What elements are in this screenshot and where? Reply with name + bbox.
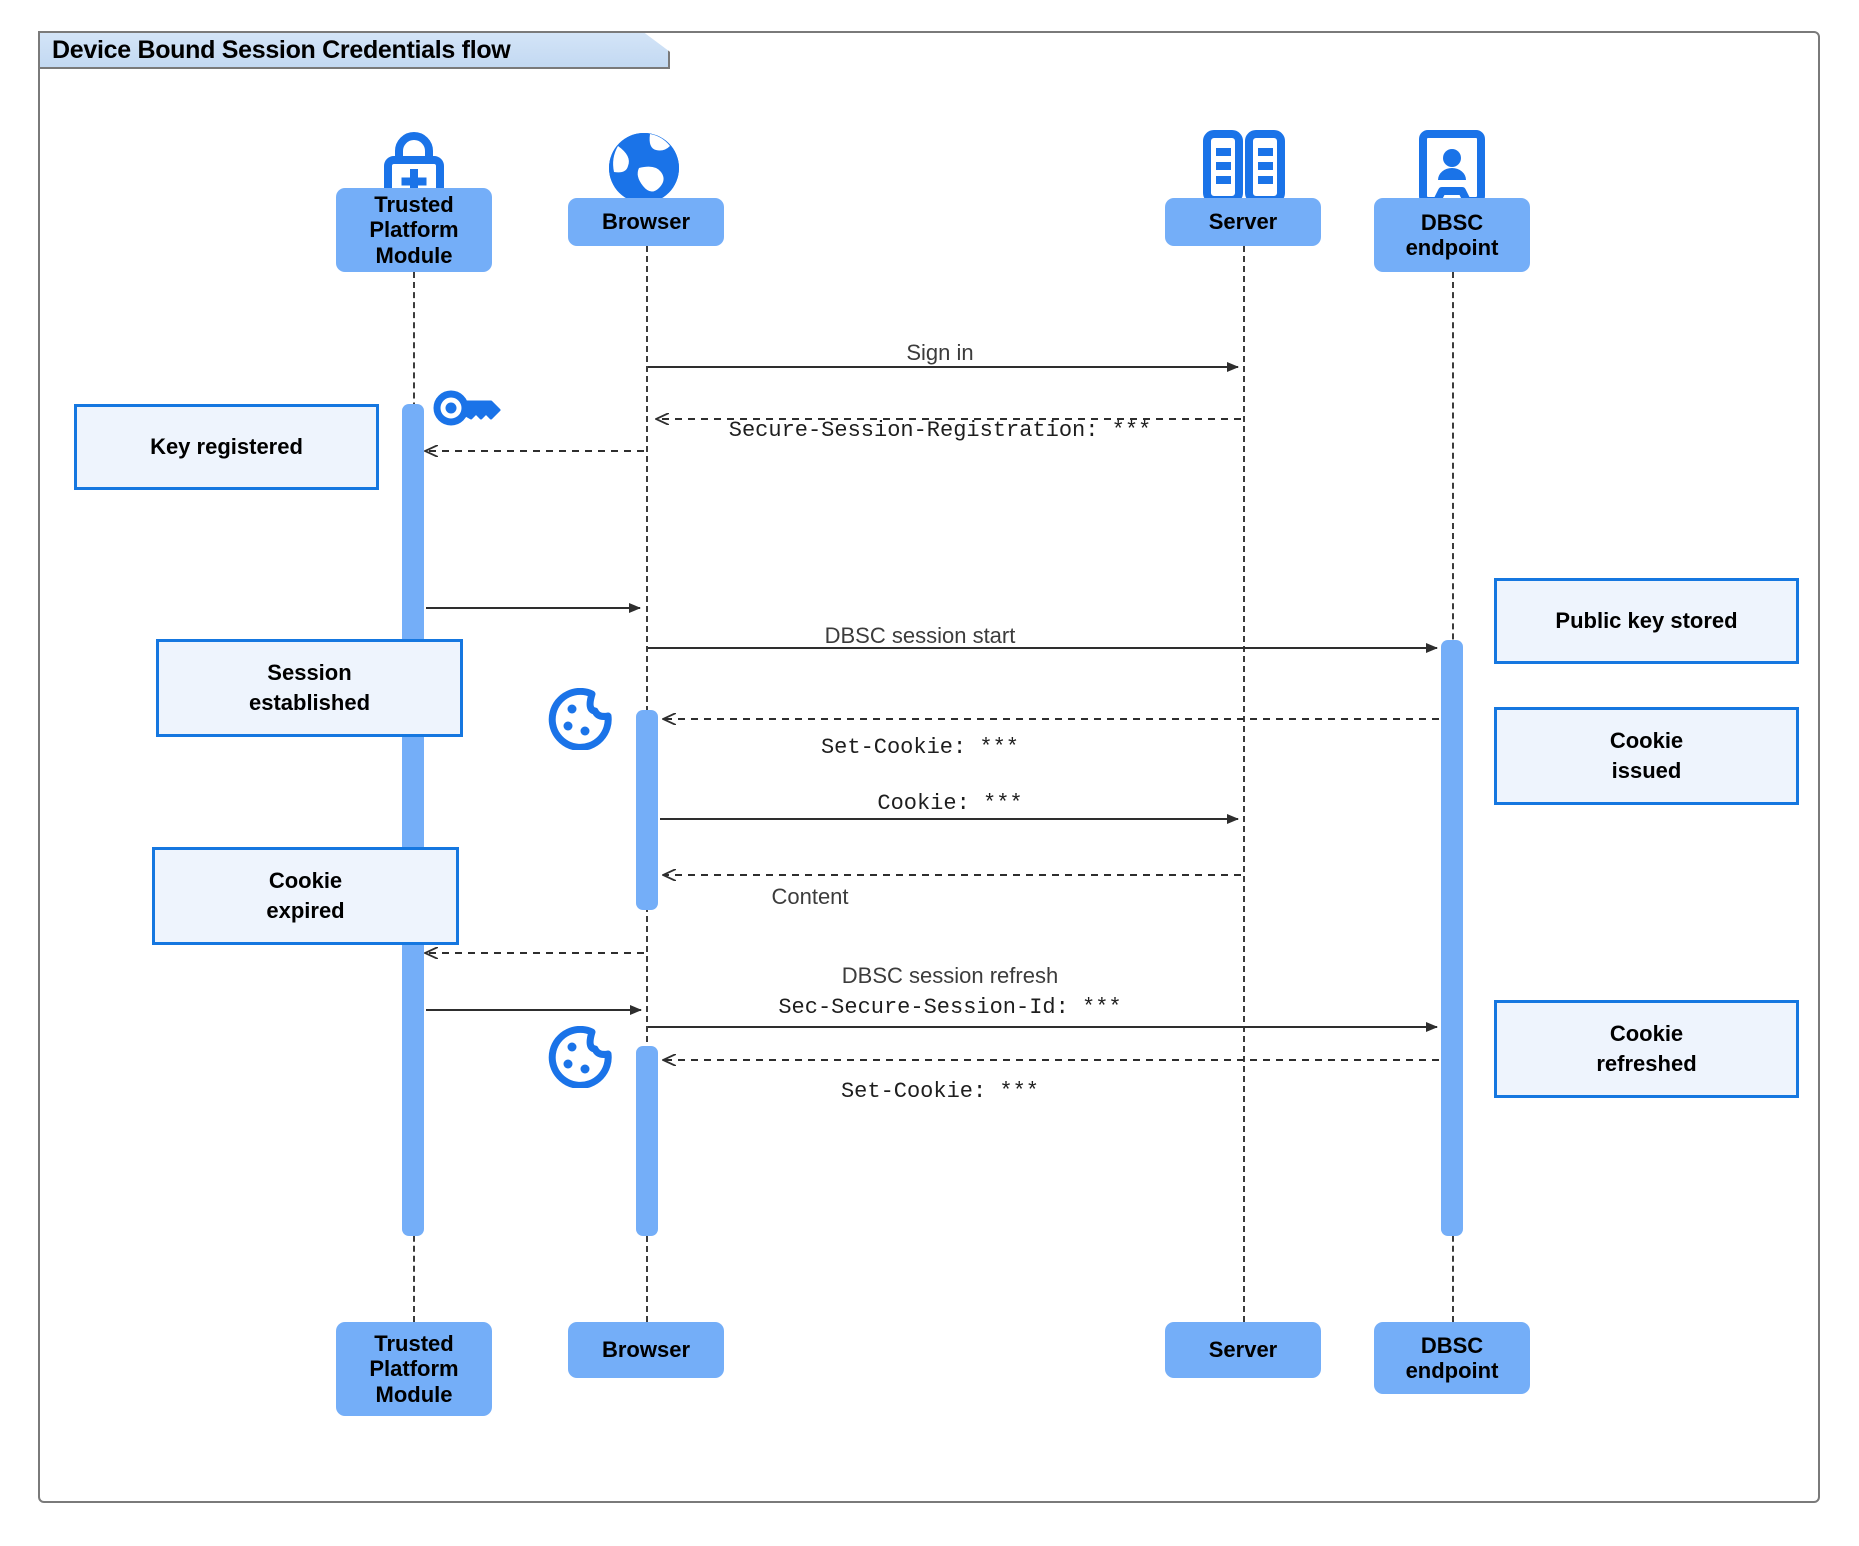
note-session-established: Session established bbox=[156, 639, 463, 737]
message-label-set-cookie-2: Set-Cookie: *** bbox=[840, 1079, 1040, 1104]
participant-label: Server bbox=[1208, 209, 1278, 235]
activation-bar-tpm bbox=[402, 404, 424, 1236]
message-label-sec-secure-session-id: Sec-Secure-Session-Id: *** bbox=[778, 995, 1122, 1020]
message-label-dbsc-session-start: DBSC session start bbox=[824, 623, 1016, 648]
participant-browser-bottom[interactable]: Browser bbox=[568, 1322, 724, 1378]
participant-label: DBSC endpoint bbox=[1405, 209, 1499, 260]
message-label-content: Content bbox=[771, 884, 849, 909]
participant-tpm-top[interactable]: Trusted Platform Module bbox=[336, 188, 492, 272]
note-text: Key registered bbox=[150, 434, 303, 460]
note-cookie-refreshed: Cookie refreshed bbox=[1494, 1000, 1799, 1098]
key-icon bbox=[431, 384, 503, 437]
message-label-secure-session-registration: Secure-Session-Registration: *** bbox=[728, 418, 1152, 443]
note-text: Public key stored bbox=[1555, 608, 1738, 634]
participant-browser-top[interactable]: Browser bbox=[568, 198, 724, 246]
id-badge-icon bbox=[1419, 130, 1485, 213]
note-text: Cookie expired bbox=[266, 868, 345, 923]
message-label-set-cookie-1: Set-Cookie: *** bbox=[820, 735, 1020, 760]
note-cookie-expired: Cookie expired bbox=[152, 847, 459, 945]
cookie-icon bbox=[548, 687, 614, 755]
activation-bar-dbsc bbox=[1441, 640, 1463, 1236]
activation-bar-browser-2 bbox=[636, 1046, 658, 1236]
message-label-cookie: Cookie: *** bbox=[877, 791, 1023, 816]
participant-tpm-bottom[interactable]: Trusted Platform Module bbox=[336, 1322, 492, 1416]
page-title: Device Bound Session Credentials flow bbox=[52, 35, 511, 64]
message-label-sign-in: Sign in bbox=[906, 340, 974, 365]
participant-label: Trusted Platform Module bbox=[369, 1331, 459, 1407]
participant-label: DBSC endpoint bbox=[1405, 1332, 1499, 1383]
participant-server-top[interactable]: Server bbox=[1165, 198, 1321, 246]
participant-label: Browser bbox=[601, 209, 691, 235]
activation-bar-browser-1 bbox=[636, 710, 658, 910]
lifeline-server bbox=[1243, 246, 1245, 1322]
participant-label: Server bbox=[1208, 1337, 1278, 1363]
note-text: Cookie refreshed bbox=[1596, 1021, 1697, 1076]
globe-icon bbox=[604, 128, 684, 213]
diagram-title-tab: Device Bound Session Credentials flow bbox=[38, 31, 670, 69]
participant-dbsc-top[interactable]: DBSC endpoint bbox=[1374, 198, 1530, 272]
note-text: Cookie issued bbox=[1609, 728, 1684, 783]
note-key-registered: Key registered bbox=[74, 404, 379, 490]
participant-label: Browser bbox=[601, 1337, 691, 1363]
participant-server-bottom[interactable]: Server bbox=[1165, 1322, 1321, 1378]
note-text: Session established bbox=[248, 660, 371, 715]
participant-label: Trusted Platform Module bbox=[369, 192, 459, 268]
participant-dbsc-bottom[interactable]: DBSC endpoint bbox=[1374, 1322, 1530, 1394]
note-public-key-stored: Public key stored bbox=[1494, 578, 1799, 664]
message-label-dbsc-session-refresh: DBSC session refresh bbox=[841, 963, 1059, 988]
server-rack-icon bbox=[1201, 130, 1287, 211]
note-cookie-issued: Cookie issued bbox=[1494, 707, 1799, 805]
cookie-icon bbox=[548, 1025, 614, 1093]
